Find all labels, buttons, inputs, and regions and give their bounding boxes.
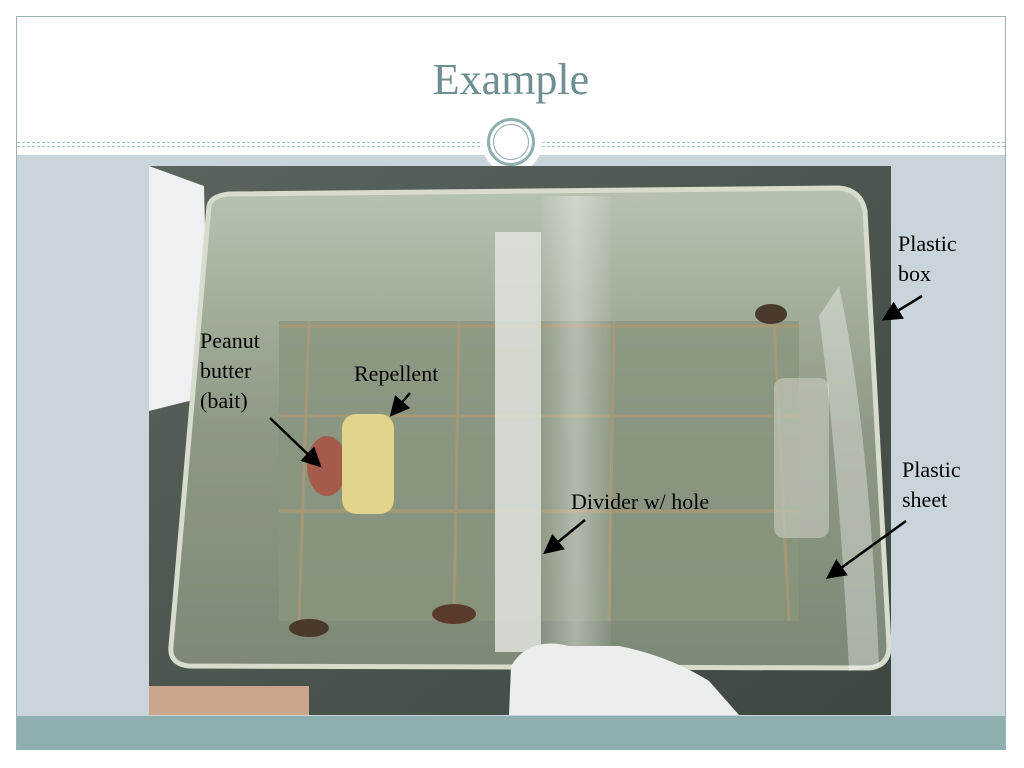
hand-area [149, 686, 309, 715]
paper-sheet [149, 166, 209, 411]
label-plastic-sheet: Plastic sheet [902, 457, 961, 512]
insect-1 [289, 619, 329, 637]
footer-band [17, 716, 1005, 750]
glove-hand [509, 643, 739, 715]
label-repellent: Repellent [354, 361, 439, 386]
photo-illustration [149, 166, 891, 715]
ornament-inner-ring [493, 124, 529, 160]
box-handle [774, 378, 829, 538]
repellent-block [342, 414, 394, 514]
experiment-photo [149, 166, 891, 715]
insect-3 [755, 304, 787, 324]
divider-sheet [541, 196, 611, 646]
label-divider: Divider w/ hole [571, 489, 710, 514]
peanut-butter-bait [307, 436, 347, 496]
insect-2 [432, 604, 476, 624]
label-plastic-box: Plastic box [898, 231, 957, 286]
label-peanut-butter: Peanut butter (bait) [200, 328, 260, 413]
slide-title: Example [432, 55, 590, 104]
divider-wall [495, 232, 541, 652]
